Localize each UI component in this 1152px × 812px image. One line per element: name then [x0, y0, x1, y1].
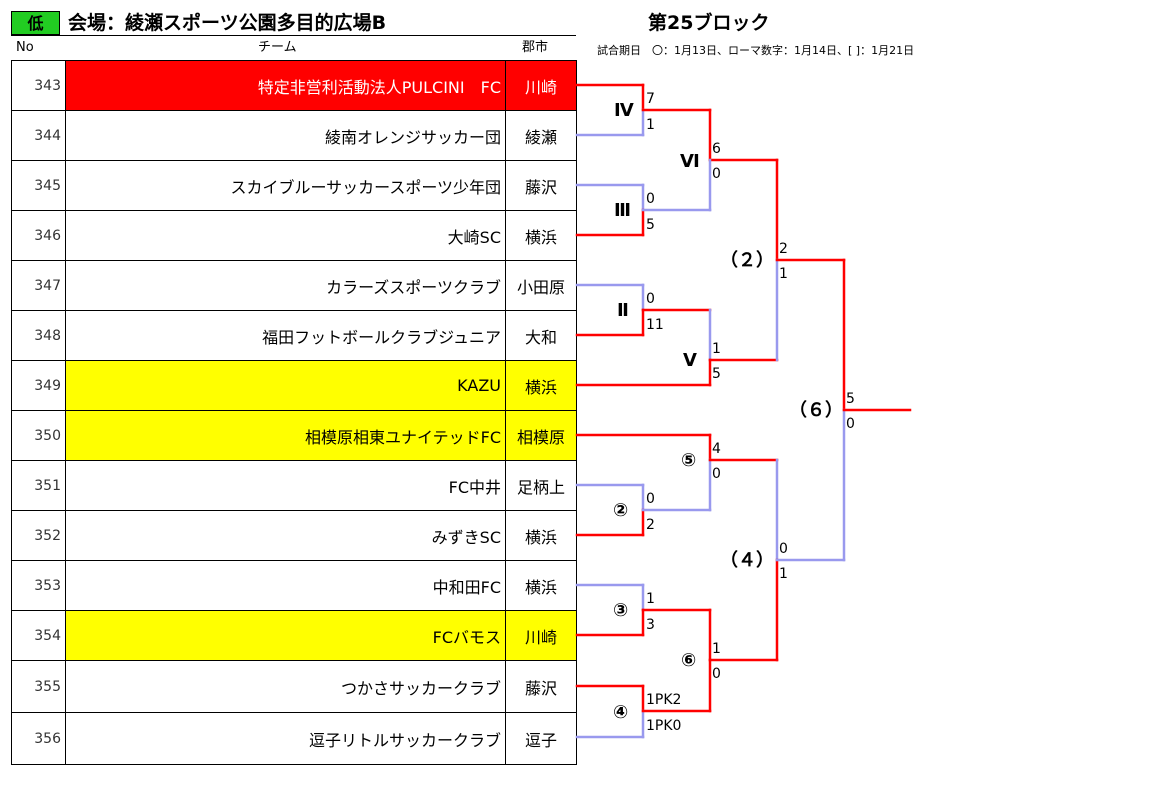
round-label-iv: Ⅳ — [614, 100, 634, 121]
team-city: 逗子 — [505, 712, 577, 765]
score-2c-top: 0 — [646, 491, 655, 507]
score-4c-top: 1PK2 — [646, 692, 682, 708]
score-6c-top: 1 — [712, 641, 721, 657]
round-label-ii: Ⅱ — [617, 300, 629, 321]
round-label-2c: ② — [613, 500, 629, 521]
team-number: 343 — [11, 60, 66, 111]
schedule-note: 試合期日 〇：1月13日、ローマ数字：1月14日、[ ]：1月21日 — [597, 44, 915, 57]
score-vi-top: 6 — [712, 141, 721, 157]
team-name: みずきSC — [65, 510, 506, 561]
round-label-5c: ⑤ — [681, 450, 697, 471]
team-city: 川崎 — [505, 60, 577, 111]
team-number: 349 — [11, 360, 66, 411]
team-city: 藤沢 — [505, 660, 577, 713]
round-label-3c: ③ — [613, 600, 629, 621]
score-2-top: 2 — [779, 241, 788, 257]
team-name: 相模原相東ユナイテッドFC — [65, 410, 506, 461]
score-6-top: 5 — [846, 391, 855, 407]
score-v-top: 1 — [712, 341, 721, 357]
round-label-4c: ④ — [613, 702, 629, 723]
score-3c-bottom: 3 — [646, 617, 655, 633]
team-city: 綾瀬 — [505, 110, 577, 161]
score-4c-bottom: 1PK0 — [646, 718, 682, 734]
score-vi-bottom: 0 — [712, 166, 721, 182]
column-header-no: No — [16, 40, 34, 55]
team-name: カラーズスポーツクラブ — [65, 260, 506, 311]
team-city: 横浜 — [505, 510, 577, 561]
score-iii-top: 0 — [646, 191, 655, 207]
round-label-6: （６） — [789, 400, 843, 421]
score-2-bottom: 1 — [779, 266, 788, 282]
team-name: FC中井 — [65, 460, 506, 511]
score-3c-top: 1 — [646, 591, 655, 607]
team-number: 355 — [11, 660, 66, 713]
score-ii-bottom: 11 — [646, 317, 664, 333]
team-city: 大和 — [505, 310, 577, 361]
round-label-4: （４） — [720, 550, 774, 571]
round-label-6c: ⑥ — [681, 650, 697, 671]
team-number: 351 — [11, 460, 66, 511]
venue-title: 会場：綾瀬スポーツ公園多目的広場B — [68, 12, 387, 34]
team-name: 特定非営利活動法人PULCINI FC — [65, 60, 506, 111]
block-title: 第25ブロック — [648, 12, 770, 34]
score-2c-bottom: 2 — [646, 517, 655, 533]
level-badge: 低 — [11, 11, 60, 35]
score-6-bottom: 0 — [846, 416, 855, 432]
team-city: 横浜 — [505, 360, 577, 411]
title-underline — [11, 35, 576, 36]
team-city: 小田原 — [505, 260, 577, 311]
score-iv-bottom: 1 — [646, 117, 655, 133]
score-v-bottom: 5 — [712, 366, 721, 382]
team-number: 345 — [11, 160, 66, 211]
round-label-vi: Ⅵ — [680, 151, 700, 172]
team-name: KAZU — [65, 360, 506, 411]
score-5c-top: 4 — [712, 441, 721, 457]
round-label-2: （２） — [720, 250, 774, 271]
round-label-v: Ⅴ — [683, 350, 697, 371]
score-ii-top: 0 — [646, 291, 655, 307]
column-header-city: 郡市 — [522, 40, 549, 55]
score-5c-bottom: 0 — [712, 466, 721, 482]
team-city: 相模原 — [505, 410, 577, 461]
score-iii-bottom: 5 — [646, 217, 655, 233]
score-6c-bottom: 0 — [712, 666, 721, 682]
team-name: つかさサッカークラブ — [65, 660, 506, 713]
team-number: 350 — [11, 410, 66, 461]
team-number: 354 — [11, 610, 66, 661]
team-name: スカイブルーサッカースポーツ少年団 — [65, 160, 506, 211]
team-number: 348 — [11, 310, 66, 361]
team-number: 356 — [11, 712, 66, 765]
column-header-team: チーム — [258, 40, 297, 55]
round-label-iii: Ⅲ — [614, 200, 632, 221]
score-4-top: 0 — [779, 541, 788, 557]
team-name: 中和田FC — [65, 560, 506, 611]
score-4-bottom: 1 — [779, 566, 788, 582]
score-iv-top: 7 — [646, 91, 655, 107]
team-name: 大崎SC — [65, 210, 506, 261]
team-city: 横浜 — [505, 210, 577, 261]
